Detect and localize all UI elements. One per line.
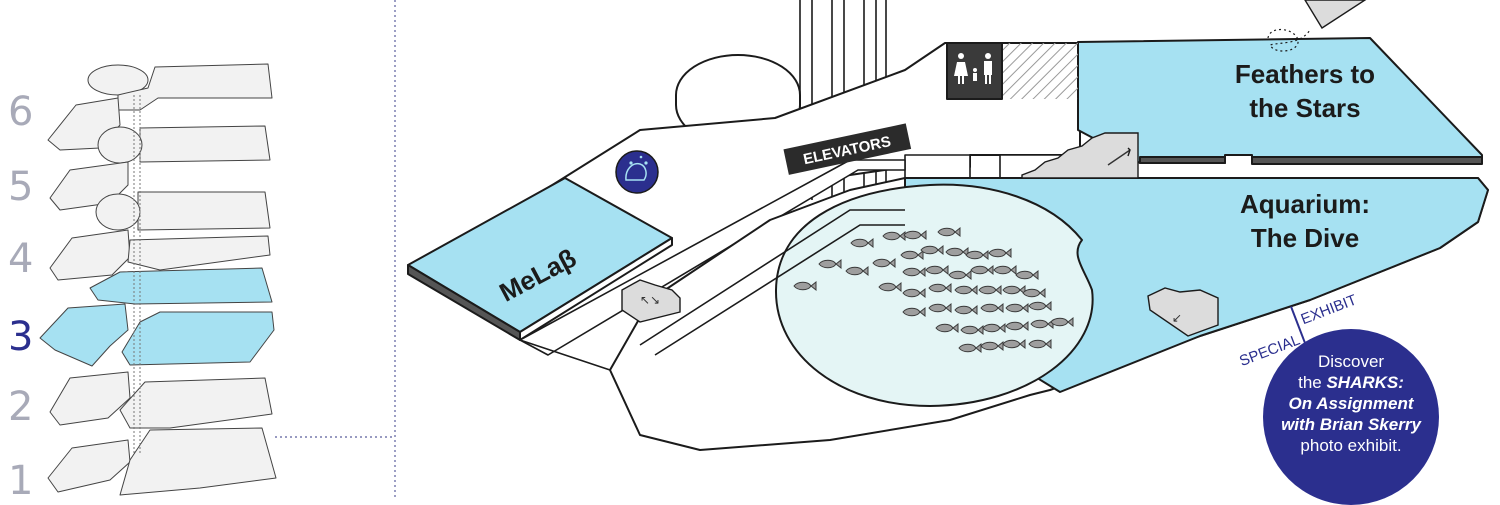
svg-text:↙: ↙ [1172,311,1182,325]
stairs-icon[interactable] [1021,132,1139,179]
floor-6-label[interactable]: 6 [8,89,33,135]
callout-line4: with Brian Skerry [1281,415,1421,434]
callout-line3: On Assignment [1288,394,1414,413]
feathers-label-line1: Feathers to [1235,59,1375,89]
svg-text:↖↘: ↖↘ [640,293,660,307]
callout-line5: photo exhibit. [1300,436,1402,455]
handwash-icon[interactable] [615,150,659,194]
aquarium-label-line2: The Dive [1251,223,1359,253]
sharks-exhibit-callout[interactable]: Discover the SHARKS: On Assignment with … [1263,329,1439,505]
escalator-icon-2[interactable]: ↙ [1147,287,1219,337]
callout-line2: the SHARKS: [1263,372,1439,393]
floor-stack-2[interactable] [49,371,273,429]
floor-1-label[interactable]: 1 [8,458,33,500]
paper-plane-icon [1267,0,1367,52]
floor-stack-6[interactable] [47,63,273,151]
family-restroom-icon[interactable] [946,42,1003,100]
callout-line2-prefix: the [1298,373,1327,392]
escalator-icon[interactable]: ↖↘ [621,279,681,323]
floor-2-label[interactable]: 2 [8,384,33,430]
floor-plan [407,0,1489,451]
floor-3-label[interactable]: 3 [8,314,33,360]
feathers-label-line2: the Stars [1249,93,1360,123]
floor-numbers: 6 5 4 3 2 1 [8,89,33,500]
floor-stack-1[interactable] [47,427,277,496]
callout-line2-em: SHARKS: [1326,373,1404,392]
aquarium-label-line1: Aquarium: [1240,189,1370,219]
restricted-area [1002,43,1078,99]
callout-line1: Discover [1317,352,1385,371]
floor-selector [39,63,277,496]
floor-stack-4[interactable] [49,191,271,281]
floor-stack-3[interactable] [39,267,275,367]
floor-5-label[interactable]: 5 [8,164,33,210]
floor-4-label[interactable]: 4 [8,236,33,282]
